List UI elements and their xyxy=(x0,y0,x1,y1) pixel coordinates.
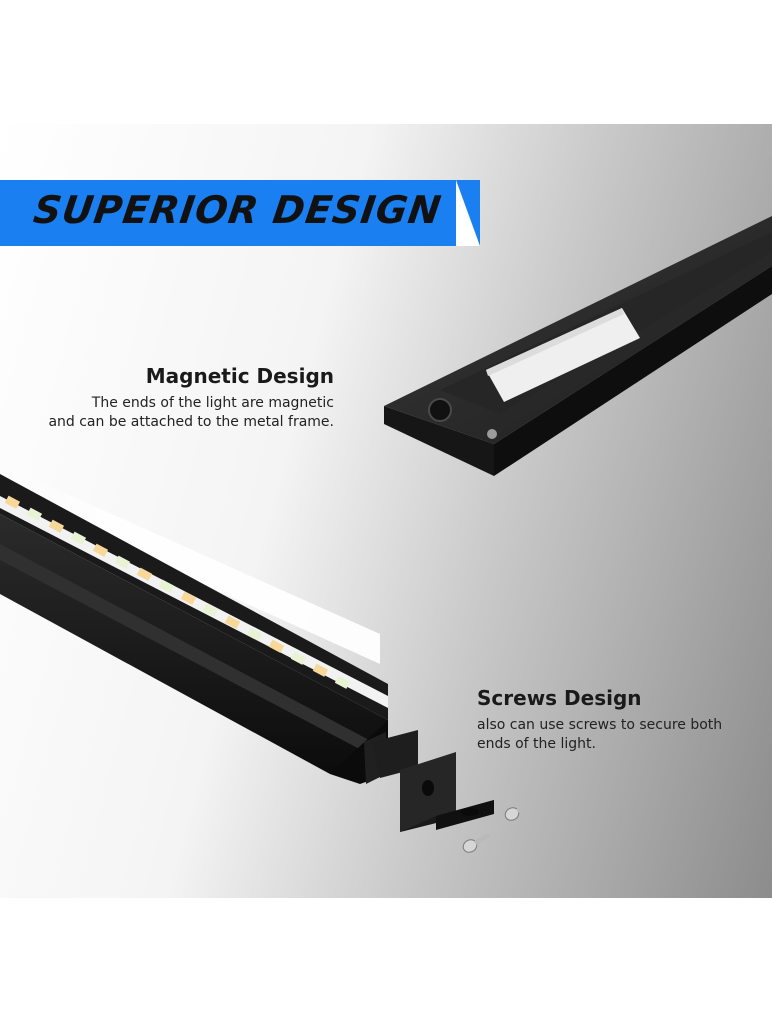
led-chips xyxy=(4,495,351,689)
screws-description-line: ends of the light. xyxy=(477,736,596,752)
screws-design-heading: Screws Design xyxy=(477,686,642,710)
screws-description-line: also can use screws to secure both xyxy=(477,717,723,733)
led-strip-light-bar-image xyxy=(0,474,388,784)
magnetic-description-line: and can be attached to the metal frame. xyxy=(48,414,334,430)
title-banner: SUPERIOR DESIGN xyxy=(0,180,480,246)
magnetic-design-caption: Magnetic Design The ends of the light ar… xyxy=(48,364,334,432)
screws-design-caption: Screws Design also can use screws to sec… xyxy=(477,686,722,754)
magnetic-description-line: The ends of the light are magnetic xyxy=(91,395,334,411)
screws-image xyxy=(462,801,533,853)
product-infographic: SUPERIOR DESIGN Magnetic Design The ends… xyxy=(0,124,772,898)
magnetic-design-heading: Magnetic Design xyxy=(145,364,334,388)
product-illustration xyxy=(0,216,772,853)
mounting-bracket-image xyxy=(400,752,494,832)
led-glow xyxy=(0,464,380,664)
screws-design-description: also can use screws to secure both ends … xyxy=(477,716,722,754)
banner-angled-edge xyxy=(456,180,480,246)
magnetic-design-description: The ends of the light are magnetic and c… xyxy=(48,394,334,432)
banner-title: SUPERIOR DESIGN xyxy=(30,188,445,232)
end-cap-image xyxy=(372,730,418,778)
magnetic-track-rail-image xyxy=(384,216,772,476)
